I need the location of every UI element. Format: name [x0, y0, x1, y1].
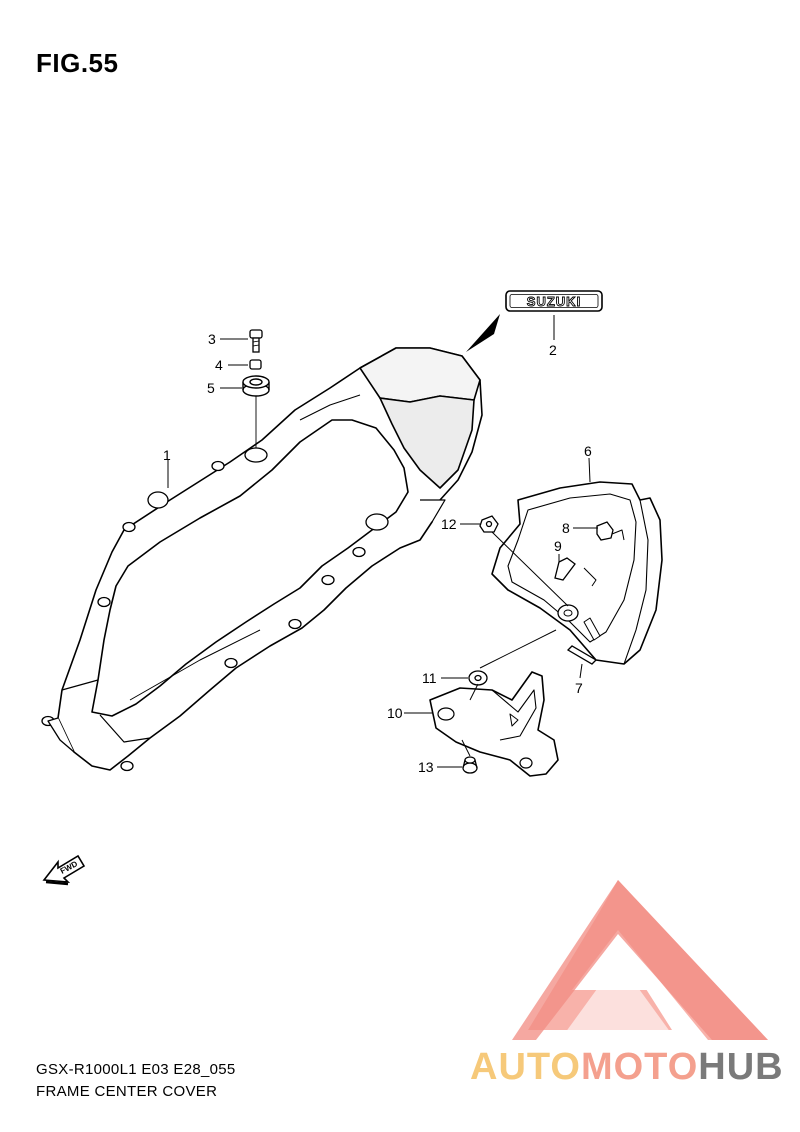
frame-center-cover-part	[41, 347, 483, 772]
callout-8: 8	[562, 520, 570, 536]
watermark-part-moto: MOTO	[580, 1046, 699, 1088]
lower-cover-part	[429, 671, 559, 777]
figure-title: FIG.55	[36, 48, 119, 78]
callout-7: 7	[575, 680, 583, 696]
callout-2: 2	[549, 342, 557, 358]
suzuki-emblem-part: SUZUKI	[505, 290, 603, 312]
grommet-part	[242, 375, 270, 448]
leader-lines	[167, 315, 598, 768]
emblem-pointer-arrow	[466, 314, 500, 352]
callout-9: 9	[554, 538, 562, 554]
callout-4: 4	[215, 357, 223, 373]
figure-name-caption: FRAME CENTER COVER	[36, 1083, 218, 1100]
callout-12: 12	[441, 516, 457, 532]
callout-13: 13	[418, 759, 434, 775]
callout-numbers: 1 2 3 4 5 6 7 8 9 10 11 12 13	[163, 331, 592, 775]
nut-part	[249, 359, 262, 370]
watermark-part-hub: HUB	[698, 1046, 784, 1088]
plug-part	[462, 756, 478, 774]
callout-10: 10	[387, 705, 403, 721]
callout-3: 3	[208, 331, 216, 347]
pad-part	[554, 557, 576, 581]
bolt-part	[249, 329, 263, 353]
callout-11: 11	[422, 670, 437, 686]
callout-1: 1	[163, 447, 171, 463]
watermark-wordmark: AUTOMOTOHUB	[470, 1046, 784, 1089]
emblem-text: SUZUKI	[527, 294, 581, 309]
watermark-part-auto: AUTO	[470, 1046, 581, 1088]
model-code-caption: GSX-R1000L1 E03 E28_055	[36, 1061, 236, 1078]
washer-part	[468, 670, 488, 686]
fwd-arrow-icon: FWD	[42, 854, 86, 886]
strip-part	[566, 645, 598, 665]
callout-5: 5	[207, 380, 215, 396]
watermark-triangle-logo	[512, 880, 768, 1040]
callout-6: 6	[584, 443, 592, 459]
side-cover-part	[491, 481, 663, 665]
clip-part	[596, 521, 614, 541]
nut-clip-part	[479, 515, 499, 533]
